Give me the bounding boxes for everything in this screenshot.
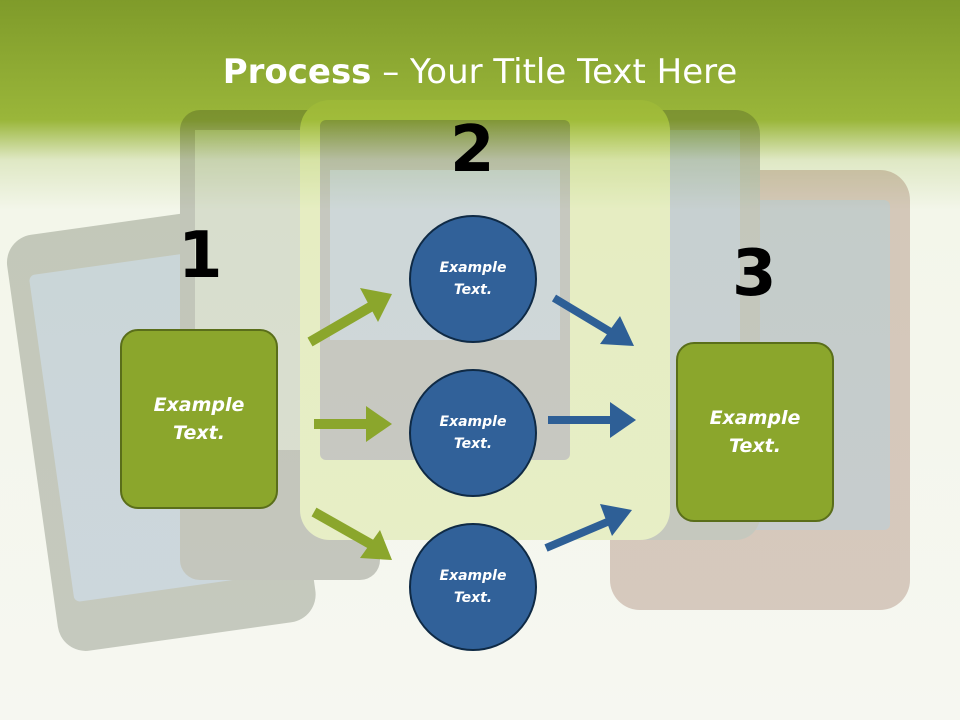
circle-bottom-text-line1: Example — [439, 567, 507, 584]
blue-arrow-up — [544, 504, 632, 552]
blue-arrow-down — [551, 294, 634, 346]
circle-top-text-line2: Text. — [453, 282, 493, 298]
slide-title: Process – Your Title Text Here — [0, 52, 960, 92]
green-arrow-down — [311, 507, 392, 560]
circle-middle-text-line1: Example — [439, 413, 507, 430]
step-1-text-line1: Example — [153, 393, 245, 416]
step-3-text-line1: Example — [709, 406, 801, 429]
step-number-2: 2 — [450, 113, 495, 187]
blue-arrow-right — [548, 402, 636, 438]
step-number-3: 3 — [732, 237, 777, 311]
green-arrow-right — [314, 406, 392, 442]
step-number-1: 1 — [178, 219, 223, 293]
circle-top-text-line1: Example — [439, 259, 507, 276]
circle-middle-text-line2: Text. — [453, 436, 493, 452]
title-rest: – Your Title Text Here — [371, 52, 738, 92]
title-bold: Process — [222, 52, 372, 92]
step-1-text-line2: Text. — [173, 422, 225, 444]
green-arrow-up — [307, 288, 392, 347]
step-3-text-line2: Text. — [729, 435, 781, 457]
circle-bottom-text-line2: Text. — [453, 590, 493, 606]
